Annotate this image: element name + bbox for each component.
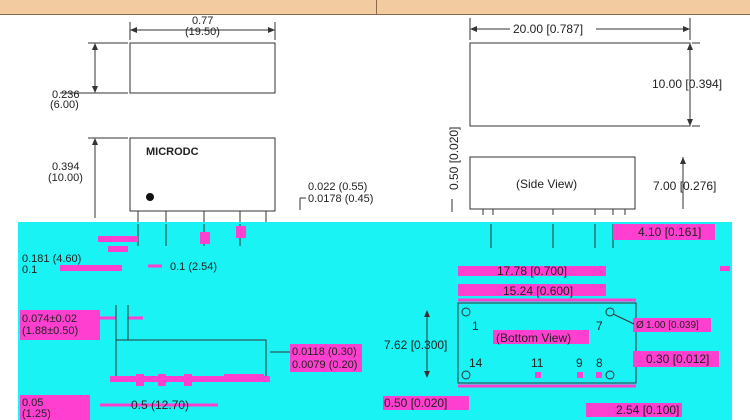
- edge-label: 0.05: [22, 397, 43, 409]
- top-width-label: 0.77: [192, 15, 213, 27]
- pin-diameter-value: 1.00 [0.039]: [646, 320, 699, 331]
- standoff-label: 0.181 (4.60): [22, 253, 81, 265]
- pin-number-8: 8: [596, 356, 603, 370]
- top-width-mm-label: (19.50): [185, 26, 220, 38]
- top-view-body: [129, 42, 276, 94]
- pin-diameter-label: Ø: [636, 320, 644, 331]
- pin-length-label: 4.10 [0.161]: [638, 225, 701, 239]
- front-height-mm-label: (10.00): [48, 172, 83, 184]
- front-pitch-label: 0.1 (2.54): [170, 261, 217, 273]
- lead-max-label: 0.0118 (0.30): [292, 346, 357, 358]
- bottom-view-body: [457, 302, 637, 384]
- pitch-a-label: 17.78 [0.700]: [497, 264, 567, 278]
- standoff-label-2: 0.1: [22, 264, 37, 276]
- right-width-label: 20.00 [0.787]: [513, 22, 583, 36]
- pin-thickness-min-label: 0.0178 (0.45): [308, 193, 373, 205]
- edge-mm-label: (1.25): [22, 408, 51, 420]
- header-divider: [376, 0, 377, 14]
- side-view-label: (Side View): [516, 177, 577, 191]
- right-height-label: 10.00 [0.394]: [652, 77, 722, 91]
- pin-number-7: 7: [596, 319, 603, 333]
- front-view-body: [129, 137, 276, 212]
- bottom-view-label: (Bottom View): [496, 331, 571, 345]
- pin1-marker: [146, 193, 154, 201]
- side-height-label: 7.00 [0.276]: [653, 179, 716, 193]
- pin-thickness-max-label: 0.022 (0.55): [308, 181, 367, 193]
- pitch-small-label: 2.54 [0.100]: [616, 403, 679, 417]
- pin-number-14: 14: [469, 356, 483, 370]
- side-gap-label: 0.50 [0.020]: [447, 127, 461, 190]
- left-inset-mm-label: (1.88±0.50): [22, 325, 78, 337]
- pin-number-11: 11: [531, 356, 544, 370]
- brand-label: MICRODC: [146, 146, 199, 158]
- top-height-mm-label: (6.00): [50, 99, 79, 111]
- pitch-b-label: 15.24 [0.600]: [503, 284, 573, 298]
- front-height-label: 0.394: [52, 161, 80, 173]
- pin-width-label: 0.30 [0.012]: [646, 352, 709, 366]
- pin-number-9: 9: [576, 356, 583, 370]
- row-gap-label: 7.62 [0.300]: [384, 338, 447, 352]
- lead-min-label: 0.0079 (0.20): [292, 359, 357, 371]
- left-inset-label: 0.074±0.02: [22, 313, 77, 325]
- top-height-label: 0.236: [52, 89, 80, 101]
- pin-number-1: 1: [472, 319, 479, 333]
- corner-label: 0.50 [0.020]: [384, 396, 447, 410]
- base-width-label: 0.5 (12.70): [131, 398, 189, 412]
- header-bar: [0, 0, 750, 15]
